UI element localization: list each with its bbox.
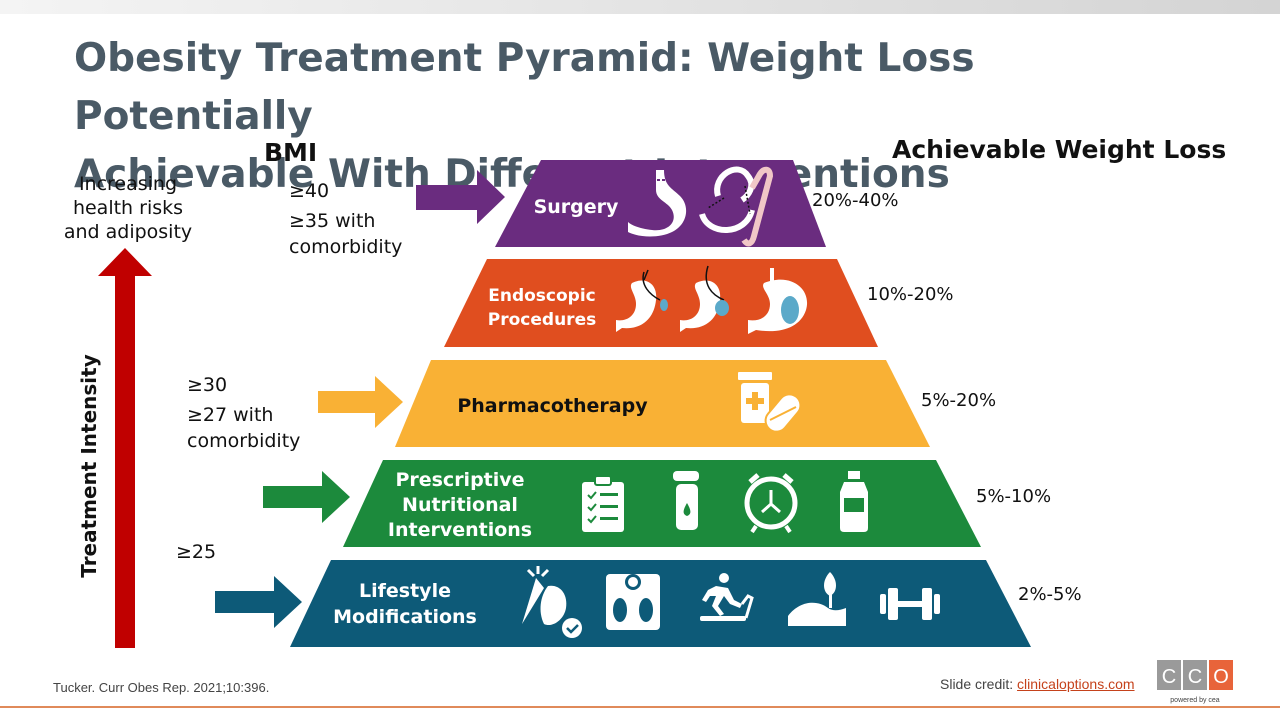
tier-label-line: Lifestyle: [359, 580, 451, 602]
bmi-note-line: comorbidity: [289, 236, 403, 258]
water-bottle-icon: [840, 471, 868, 532]
weight-loss-surgery: 20%-40%: [812, 190, 899, 211]
logo-letter: C: [1162, 666, 1176, 688]
top-banner-bar: [0, 0, 1280, 14]
weight-loss-nutrition: 5%-10%: [976, 486, 1052, 507]
bottom-rule: [0, 706, 1280, 708]
bmi-note-line: comorbidity: [187, 430, 301, 452]
slide-title-line-1: Obesity Treatment Pyramid: Weight Loss P…: [74, 36, 975, 139]
bmi-note-line: ≥40: [289, 180, 330, 202]
tier-label-line: Nutritional: [402, 494, 518, 516]
logo-letter: C: [1188, 666, 1202, 688]
tier-label-line: Interventions: [387, 519, 533, 541]
citation: Tucker. Curr Obes Rep. 2021;10:396.: [53, 680, 270, 695]
gastric-bypass-icon: [699, 166, 774, 247]
increasing-risk-line: health risks: [72, 197, 184, 219]
tier-label-line: Procedures: [487, 310, 597, 330]
scale-icon: [606, 574, 660, 630]
dumbbell-icon: [880, 588, 940, 620]
tier-label-line: Modifications: [333, 606, 477, 628]
stomach-sleeve-icon: [628, 170, 687, 237]
tier-label-nutrition: Prescriptive Nutritional Interventions: [380, 468, 540, 543]
intensity-arrow-icon: [98, 248, 152, 648]
increasing-risk-text: Increasing health risks and adiposity: [58, 172, 198, 244]
clinicaloptions-link[interactable]: clinicaloptions.com: [1017, 676, 1135, 692]
weight-loss-pharmacotherapy: 5%-20%: [921, 390, 997, 411]
weight-loss-endoscopic: 10%-20%: [867, 284, 954, 305]
tier-label-line: Prescriptive: [395, 469, 525, 491]
slide-credit-prefix: Slide credit:: [940, 676, 1018, 692]
tier-label-endoscopic: Endoscopic Procedures: [478, 284, 606, 332]
tier-label-surgery: Surgery: [533, 196, 619, 218]
tier-nutrition-band: [343, 460, 981, 547]
increasing-risk-line: and adiposity: [63, 221, 193, 243]
balloon-stomach-icon: [748, 268, 808, 334]
outdoors-icon: [788, 572, 846, 626]
treadmill-icon: [700, 573, 754, 621]
logo-letter: O: [1213, 666, 1229, 688]
bmi-note-pharmacotherapy: ≥30 ≥27 with comorbidity: [187, 372, 300, 454]
balloon-stomach-icon: [680, 265, 729, 332]
bmi-note-line: ≥35 with: [289, 210, 376, 232]
bmi-note-line: ≥27 with: [187, 404, 274, 426]
balloon-stomach-icon: [616, 269, 668, 332]
slide-title: Obesity Treatment Pyramid: Weight Loss P…: [74, 30, 1224, 204]
slide-credit: Slide credit: clinicaloptions.com: [940, 676, 1135, 692]
tier-label-lifestyle: Lifestyle Modifications: [330, 578, 480, 630]
bmi-note-surgery: ≥40 ≥35 with comorbidity: [289, 178, 402, 260]
tier-label-pharmacotherapy: Pharmacotherapy: [457, 395, 648, 417]
pill-bottle-icon: [738, 372, 772, 423]
bmi-note-line: ≥30: [187, 374, 228, 396]
increasing-risk-line: Increasing: [78, 173, 178, 195]
tier-label-line: Endoscopic: [488, 286, 596, 306]
cco-logo: C C O powered by cea: [1157, 660, 1233, 704]
weight-loss-header: Achievable Weight Loss: [892, 135, 1227, 164]
capsule-icon: [764, 393, 802, 433]
logo-tagline: powered by cea: [1170, 697, 1220, 704]
shaker-bottle-icon: [673, 471, 699, 530]
alarm-clock-icon: [744, 473, 798, 534]
bmi-header: BMI: [264, 138, 318, 167]
clipboard-checklist-icon: [582, 475, 624, 532]
vegetables-icon: [522, 566, 582, 638]
tier-pharmacotherapy-band: [395, 360, 930, 447]
bmi-note-lifestyle: ≥25: [176, 541, 217, 563]
weight-loss-lifestyle: 2%-5%: [1018, 584, 1082, 605]
